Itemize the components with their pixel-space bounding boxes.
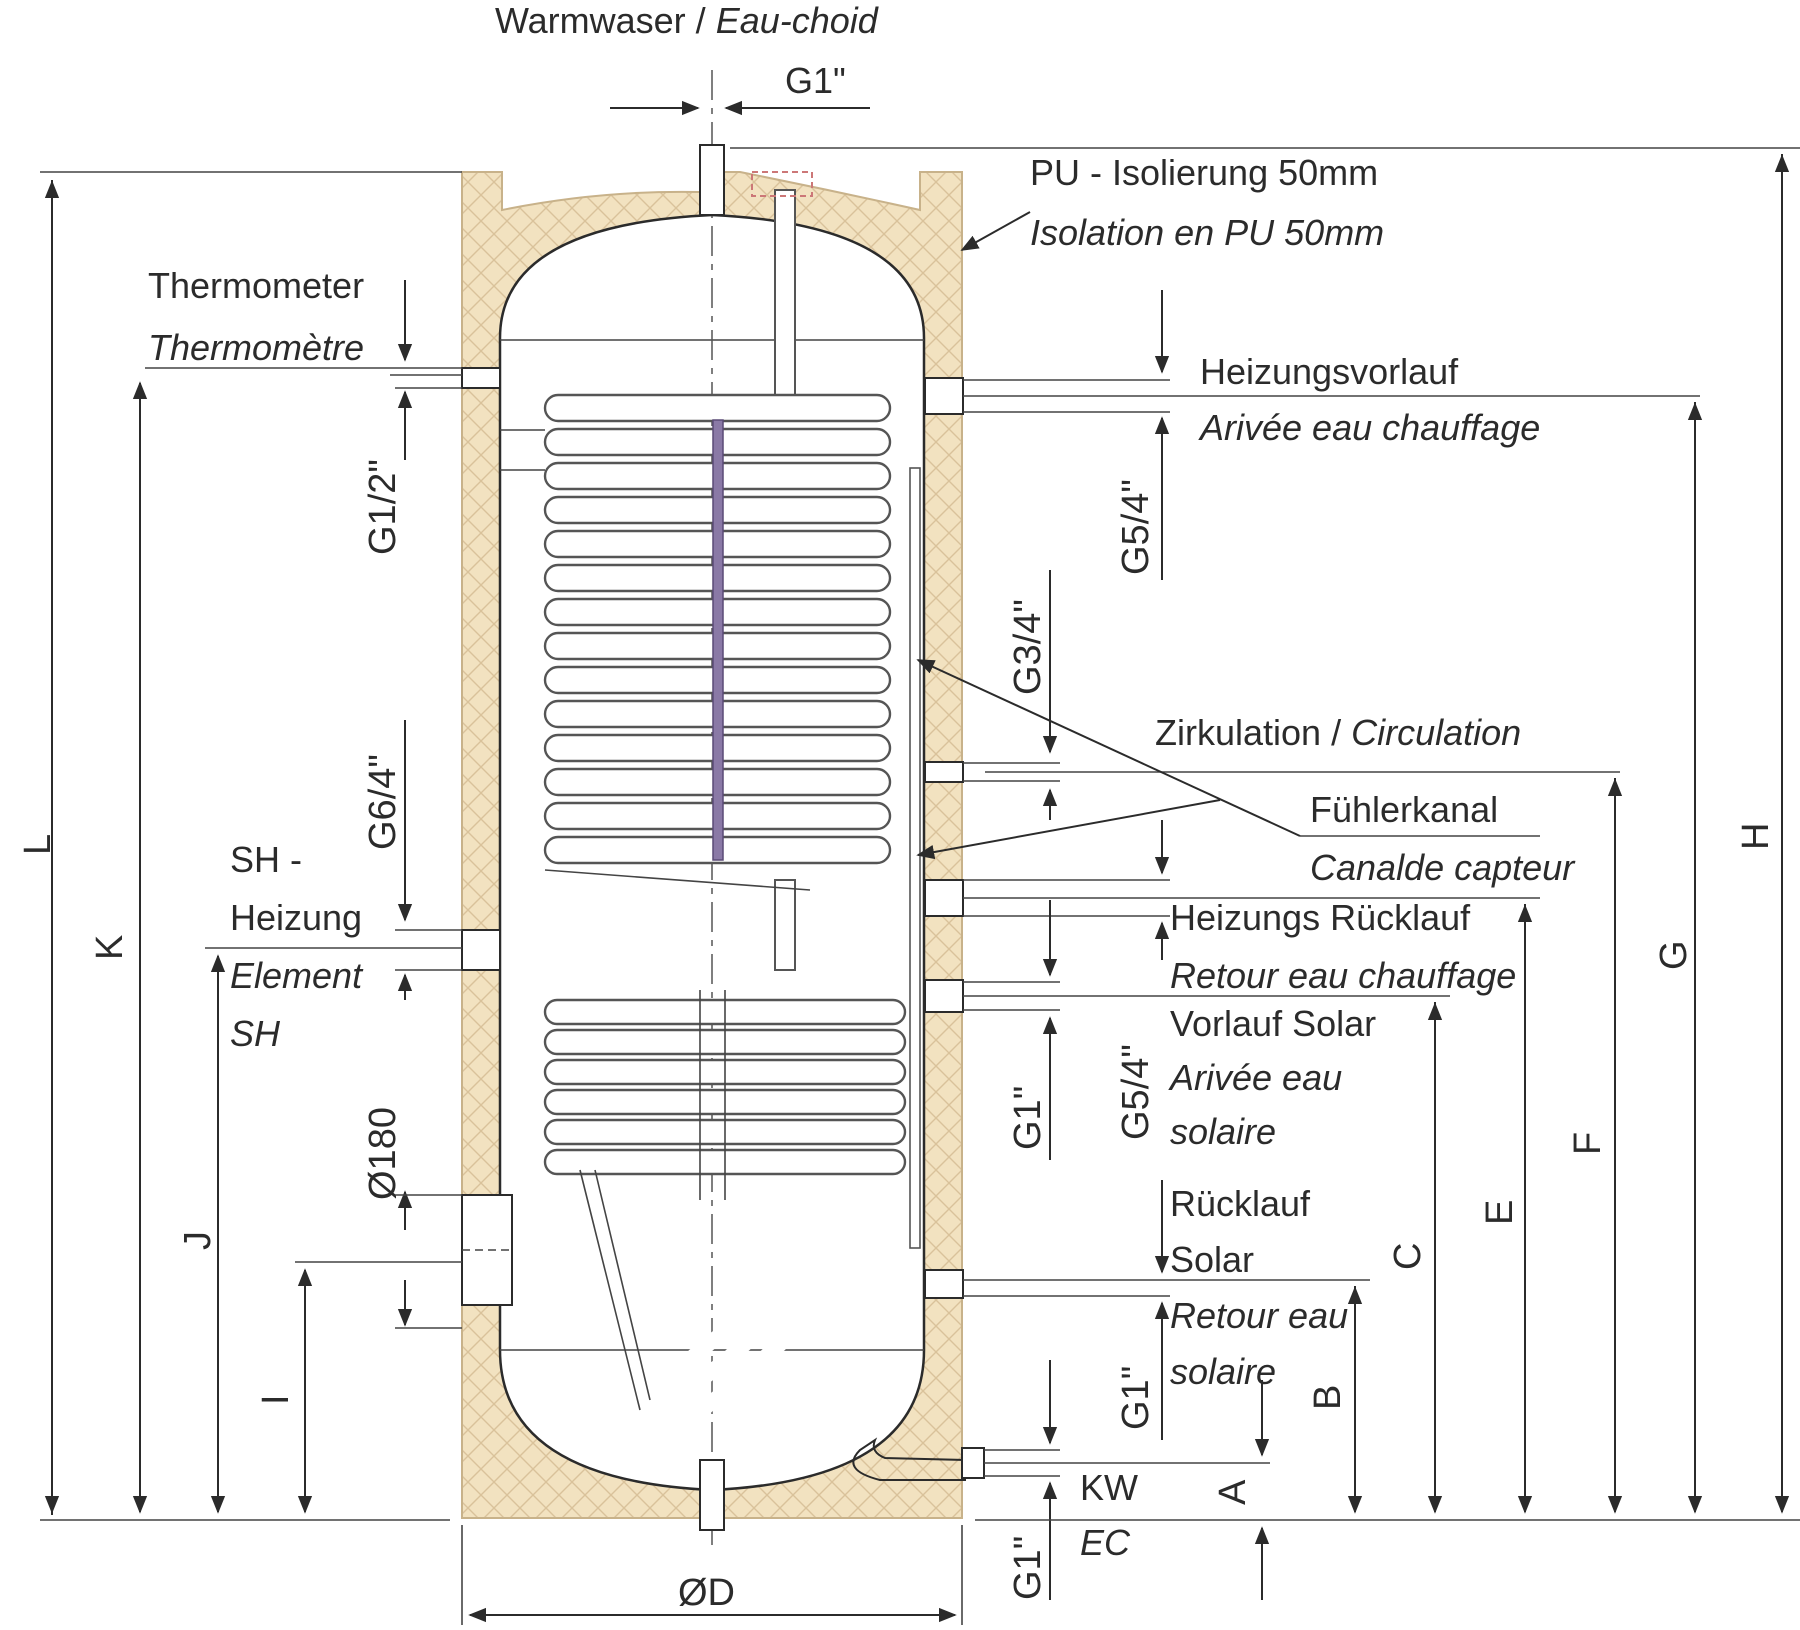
solar-return-label-fr-2: solaire [1170,1351,1276,1392]
thermometer-thread-label: G1/2" [362,459,404,555]
sensor-label-fr: Canalde capteur [1310,847,1576,888]
solar-return-thread-label: G1" [1115,1366,1157,1430]
anode [712,419,724,861]
dim-I: I [255,1394,297,1405]
svg-text:Warmwaser / Eau-choid: Warmwaser / Eau-choid [495,0,879,41]
diameter-label: ØD [678,1572,735,1614]
sensor-label-de: Fühlerkanal [1310,789,1498,830]
heating-flow-label-fr: Arivée eau chauffage [1198,407,1540,448]
solar-flow-socket [924,979,964,1013]
circulation-label-de: Zirkulation / [1155,712,1351,753]
insulation-label-de: PU - Isolierung 50mm [1030,152,1378,193]
dim-E: E [1479,1200,1521,1225]
solar-return-label-de-2: Solar [1170,1239,1254,1280]
hot-water-label: Warmwaser / [495,0,716,41]
heating-flow-label-de: Heizungsvorlauf [1200,351,1459,392]
solar-return-label-de-1: Rücklauf [1170,1183,1311,1224]
top-thread-label: G1" [785,60,846,101]
sh-label-fr-2: SH [230,1013,281,1054]
sh-label-de-1: SH - [230,839,302,880]
dim-A: A [1212,1479,1254,1505]
upper-heat-exchanger [500,393,892,891]
upper-coil-loop [543,393,892,423]
element-thread-label: G6/4" [362,754,404,850]
solar-return-label-fr-1: Retour eau [1170,1295,1348,1336]
circulation-socket [924,761,964,783]
svg-text:Zirkulation / Circulation: Zirkulation / Circulation [1155,712,1521,753]
dim-B: B [1307,1385,1349,1410]
dim-K: K [89,935,131,960]
element-socket [461,929,501,971]
thermometer-socket [461,367,501,389]
cold-water-thread-label: G1" [1007,1536,1049,1600]
lower-heat-exchanger [543,990,907,1444]
heating-return-label-de: Heizungs Rücklauf [1170,897,1471,938]
cold-water-label-fr: EC [1080,1522,1131,1563]
circulation-label-fr: Circulation [1351,712,1521,753]
solar-flow-label-fr-2: solaire [1170,1111,1276,1152]
hot-water-label-fr: Eau-choid [716,0,879,41]
insulation-label-fr: Isolation en PU 50mm [1030,212,1384,253]
circulation-thread-2-label: G1" [1007,1086,1049,1150]
heating-flow-thread-label: G5/4" [1115,479,1157,575]
sh-label-de-2: Heizung [230,897,362,938]
thermometer-label-fr: Thermomètre [148,327,364,368]
sh-label-fr-1: Element [230,955,364,996]
dim-H: H [1735,823,1777,850]
heating-return-label-fr: Retour eau chauffage [1170,955,1516,996]
solar-coil-diagonal-inner [664,1239,903,1444]
flange-label: Ø180 [362,1107,404,1200]
heating-flow-socket [924,377,964,415]
solar-coil-diagonal-inner [612,1187,903,1423]
solar-flow-thread-label: G5/4" [1115,1044,1157,1140]
dim-L: L [17,834,59,855]
dim-C: C [1387,1243,1429,1270]
solar-coil-diagonal-inner [638,1213,903,1433]
circulation-thread-label: G3/4" [1007,599,1049,695]
solar-flow-label-de: Vorlauf Solar [1170,1003,1376,1044]
solar-flow-label-fr-1: Arivée eau [1168,1057,1342,1098]
cold-water-label-de: KW [1080,1467,1138,1508]
dim-G: G [1653,940,1695,970]
dim-F: F [1567,1132,1609,1155]
heating-return-socket [924,879,964,917]
solar-return-socket [924,1269,964,1299]
thermometer-label-de: Thermometer [148,265,364,306]
dim-J: J [177,1231,219,1250]
